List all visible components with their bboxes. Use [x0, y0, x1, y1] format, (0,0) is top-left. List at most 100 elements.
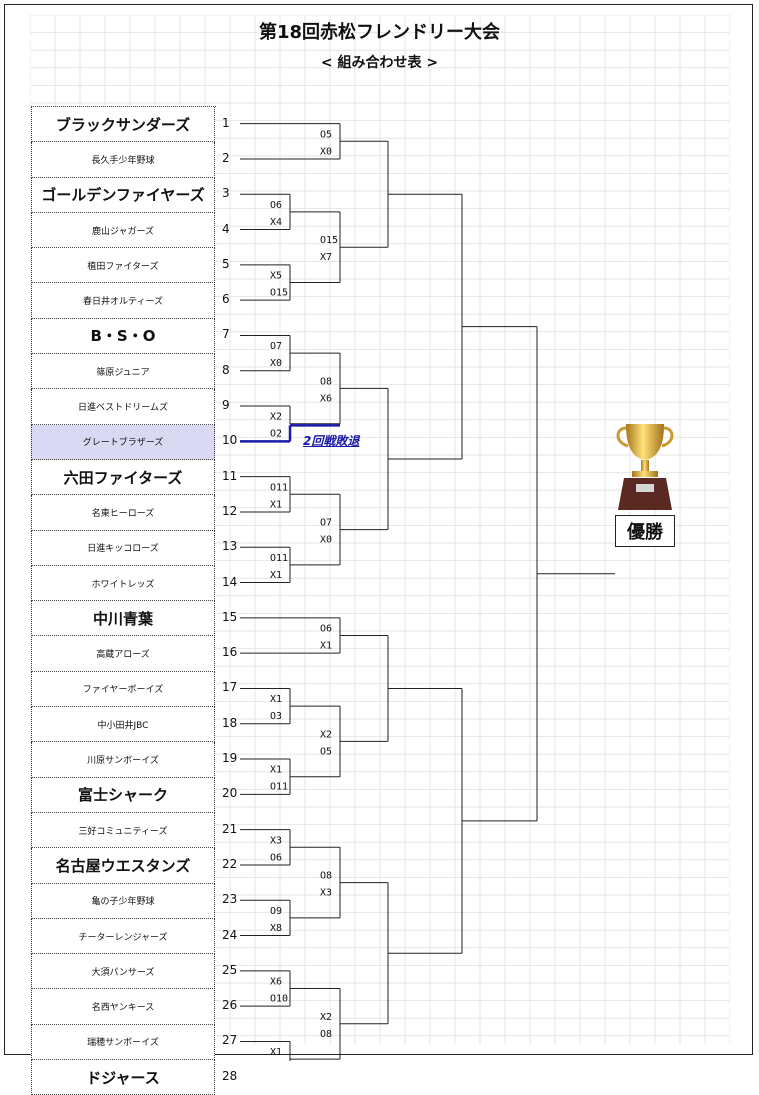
team-name: 中川青葉 [92, 609, 153, 628]
team-row: 長久手少年野球 [31, 142, 215, 178]
team-row: 富士シャーク [31, 777, 215, 813]
match-score: X1 [270, 694, 282, 705]
team-row: チーターレンジャーズ [31, 918, 215, 955]
team-name: チーターレンジャーズ [78, 932, 168, 943]
match-score: X7 [320, 252, 332, 263]
tournament-title: 第18回赤松フレンドリー大会 [258, 22, 501, 43]
team-name: 日進ベストドリームズ [78, 403, 168, 414]
seed-number: 5 [222, 256, 230, 271]
match-score: X1 [320, 641, 332, 652]
seed-number: 10 [222, 433, 238, 448]
team-row: 大須パンサーズ [31, 954, 215, 990]
seed-number: 27 [222, 1033, 238, 1048]
match-score: O15 [320, 235, 338, 246]
match-score: O11 [270, 482, 288, 493]
seed-number: 4 [222, 221, 230, 236]
match-score: O8 [320, 376, 332, 387]
seed-number: 14 [222, 574, 238, 589]
match-score: O9 [270, 906, 282, 917]
seed-number: 28 [222, 1068, 238, 1083]
team-row: 中小田井JBC [31, 707, 215, 743]
match-score: X1 [270, 765, 282, 776]
seed-number: 16 [222, 645, 238, 660]
match-score: O10 [270, 994, 288, 1005]
match-score: X0 [320, 535, 332, 546]
team-name: 名西ヤンキース [91, 1003, 155, 1014]
team-name: ファイヤーボーイズ [82, 685, 164, 696]
seed-number: 8 [222, 362, 230, 377]
team-name: 鹿山ジャガーズ [91, 226, 155, 237]
match-score: X1 [270, 570, 282, 581]
team-row: 篠原ジュニア [31, 354, 215, 390]
team-name: 日進キッコローズ [87, 544, 159, 555]
match-score: X2 [270, 412, 282, 423]
team-row: 日進ベストドリームズ [31, 389, 215, 425]
team-name: 名古屋ウエスタンズ [55, 856, 191, 875]
team-name: 亀の子少年野球 [91, 897, 155, 908]
match-score: X0 [320, 146, 332, 157]
seed-number: 6 [222, 292, 230, 307]
team-row: 植田ファイターズ [31, 248, 215, 284]
team-name: 名東ヒーローズ [91, 508, 155, 519]
match-score: X8 [270, 923, 282, 934]
seed-number: 7 [222, 327, 230, 342]
team-row: ゴールデンファイヤーズ [31, 177, 215, 213]
team-row: ドジャース [31, 1060, 215, 1095]
team-name: 三好コミュニティーズ [78, 826, 168, 837]
team-row: 中川青葉 [31, 601, 215, 637]
eliminated-annotation: 2回戦敗退 [303, 434, 360, 448]
team-row: 瑞穂サンボーイズ [31, 1024, 215, 1061]
team-row: 名東ヒーローズ [31, 495, 215, 531]
match-score: O6 [270, 200, 282, 211]
match-score: O5 [320, 746, 332, 757]
match-score: O8 [320, 1029, 332, 1040]
match-score: X1 [270, 1047, 282, 1058]
match-score: O2 [270, 429, 282, 440]
team-name: ドジャース [86, 1068, 160, 1087]
team-row: グレートブラザーズ [31, 424, 215, 460]
seed-number: 18 [222, 715, 238, 730]
team-row: 日進キッコローズ [31, 530, 215, 566]
team-row: 鹿山ジャガーズ [31, 212, 215, 249]
match-score: X5 [270, 271, 282, 282]
bracket-subtitle: < 組み合わせ表 > [320, 55, 439, 71]
seed-number: 19 [222, 751, 238, 766]
match-score: X3 [320, 888, 332, 899]
team-row: 亀の子少年野球 [31, 883, 215, 919]
team-name: ホワイトレッズ [91, 579, 155, 590]
team-name: 富士シャーク [77, 786, 168, 805]
team-row: ブラックサンダーズ [31, 107, 215, 143]
team-name: 高蔵アローズ [96, 650, 150, 661]
seed-number: 21 [222, 821, 238, 836]
team-name: 大須パンサーズ [91, 967, 155, 978]
seed-number: 26 [222, 998, 238, 1013]
match-score: O7 [270, 341, 282, 352]
match-score: O8 [320, 871, 332, 882]
seed-number: 12 [222, 503, 238, 518]
team-name: 六田ファイターズ [63, 468, 183, 487]
team-name: グレートブラザーズ [82, 438, 164, 449]
seed-number: 17 [222, 680, 238, 695]
trophy-icon [616, 424, 674, 510]
team-row: 高蔵アローズ [31, 636, 215, 672]
team-name: 瑞穂サンボーイズ [87, 1038, 159, 1049]
team-row: 三好コミュニティーズ [31, 813, 215, 849]
team-name: ブラックサンダーズ [55, 115, 191, 134]
team-name: ゴールデンファイヤーズ [41, 186, 205, 205]
seed-number: 3 [222, 186, 230, 201]
team-row: 六田ファイターズ [31, 460, 215, 496]
match-score: X3 [270, 835, 282, 846]
team-name: 篠原ジュニア [96, 367, 150, 378]
match-score: O15 [270, 288, 288, 299]
match-score: X4 [270, 217, 282, 228]
match-score: X2 [320, 1012, 332, 1023]
champion-label: 優勝 [615, 515, 675, 547]
team-row: 名西ヤンキース [31, 989, 215, 1025]
match-score: O6 [270, 852, 282, 863]
seed-number: 1 [222, 115, 230, 130]
match-score: O3 [270, 711, 282, 722]
match-score: O11 [270, 553, 288, 564]
seed-number: 20 [222, 786, 238, 801]
team-row: B・S・O [31, 318, 215, 355]
team-name: 植田ファイターズ [87, 261, 159, 272]
